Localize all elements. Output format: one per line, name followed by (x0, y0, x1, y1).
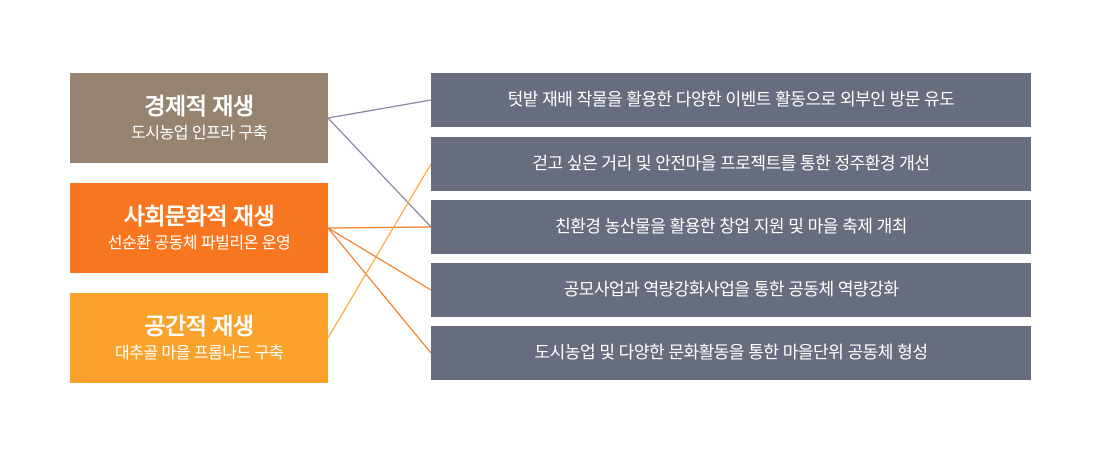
category-subtitle: 대추골 마을 프롬나드 구축 (114, 344, 284, 362)
category-title: 경제적 재생 (144, 92, 254, 119)
detail-label: 텃밭 재배 작물을 활용한 다양한 이벤트 활동으로 외부인 방문 유도 (507, 89, 955, 109)
category-title: 공간적 재생 (144, 312, 254, 339)
detail-box: 친환경 농산물을 활용한 창업 지원 및 마을 축제 개최 (431, 200, 1031, 254)
connector-line (327, 227, 432, 291)
detail-label: 걷고 싶은 거리 및 안전마을 프로젝트를 통한 정주환경 개선 (532, 153, 930, 173)
category-title: 사회문화적 재생 (123, 202, 275, 229)
connector-line (327, 226, 432, 229)
detail-box: 텃밭 재배 작물을 활용한 다양한 이벤트 활동으로 외부인 방문 유도 (431, 73, 1031, 127)
detail-label: 공모사업과 역량강화사업을 통한 공동체 역량강화 (563, 279, 899, 299)
detail-label: 친환경 농산물을 활용한 창업 지원 및 마을 축제 개최 (555, 216, 907, 236)
connector-line (327, 227, 432, 354)
connector-line (327, 163, 432, 339)
category-subtitle: 도시농업 인프라 구축 (131, 124, 267, 142)
category-box-sociocultural: 사회문화적 재생 선순환 공동체 파빌리온 운영 (70, 183, 328, 273)
category-box-economic: 경제적 재생 도시농업 인프라 구축 (70, 73, 328, 163)
connector-line (327, 99, 432, 119)
detail-box: 걷고 싶은 거리 및 안전마을 프로젝트를 통한 정주환경 개선 (431, 137, 1031, 191)
detail-box: 공모사업과 역량강화사업을 통한 공동체 역량강화 (431, 263, 1031, 317)
category-box-spatial: 공간적 재생 대추골 마을 프롬나드 구축 (70, 293, 328, 383)
connector-line (327, 117, 432, 228)
category-subtitle: 선순환 공동체 파빌리온 운영 (107, 234, 291, 252)
detail-box: 도시농업 및 다양한 문화활동을 통한 마을단위 공동체 형성 (431, 326, 1031, 380)
detail-label: 도시농업 및 다양한 문화활동을 통한 마을단위 공동체 형성 (534, 342, 928, 362)
